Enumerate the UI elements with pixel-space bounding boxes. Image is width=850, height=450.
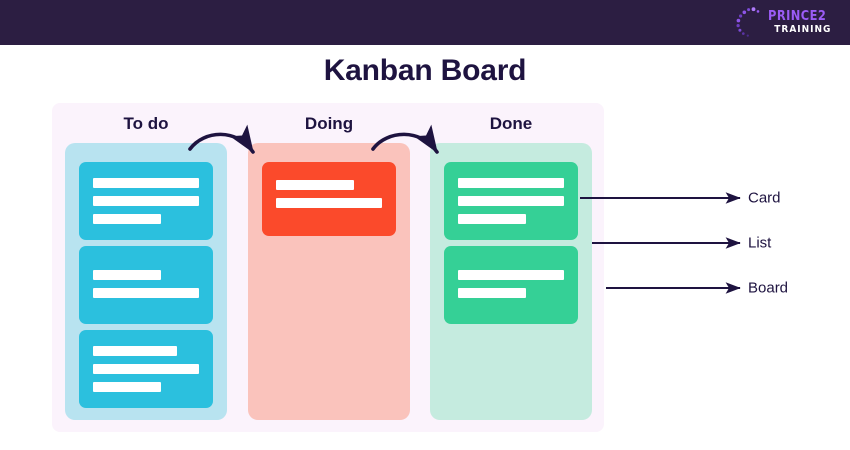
card-text-placeholder-bar xyxy=(93,364,199,374)
annotation-label-card: Card xyxy=(748,189,781,207)
card-text-placeholder-bar xyxy=(458,196,564,206)
spiral-dots-icon xyxy=(736,7,759,37)
card-text-placeholder-bar xyxy=(93,270,161,280)
column-header-doing: Doing xyxy=(304,114,354,133)
card-text-placeholder-bar xyxy=(458,288,526,298)
logo-primary-text: PRINCE2 xyxy=(767,8,826,24)
card-text-placeholder-bar xyxy=(276,180,354,190)
annotation-label-board: Board xyxy=(748,279,789,297)
card-text-placeholder-bar xyxy=(276,198,382,208)
column-header-todo: To do xyxy=(123,114,169,133)
card-text-placeholder-bar xyxy=(93,178,199,188)
card-text-placeholder-bar xyxy=(93,214,161,224)
logo-secondary-text: TRAINING xyxy=(773,23,831,35)
column-header-done: Done xyxy=(489,114,533,133)
card[interactable] xyxy=(79,246,213,324)
prince2-training-logo: PRINCE2 TRAINING xyxy=(734,6,838,38)
card[interactable] xyxy=(444,246,578,324)
page-title: Kanban Board xyxy=(323,54,527,87)
card-text-placeholder-bar xyxy=(93,196,199,206)
card-text-placeholder-bar xyxy=(458,270,564,280)
top-bar: PRINCE2 TRAINING xyxy=(0,0,850,45)
annotation-label-list: List xyxy=(748,234,772,252)
card-text-placeholder-bar xyxy=(458,214,526,224)
annotation-lines-layer xyxy=(580,192,741,294)
card-text-placeholder-bar xyxy=(458,178,564,188)
card-text-placeholder-bar xyxy=(93,346,177,356)
card-text-placeholder-bar xyxy=(93,382,161,392)
logo-wordmark: PRINCE2 TRAINING xyxy=(768,10,838,35)
card-text-placeholder-bar xyxy=(93,288,199,298)
